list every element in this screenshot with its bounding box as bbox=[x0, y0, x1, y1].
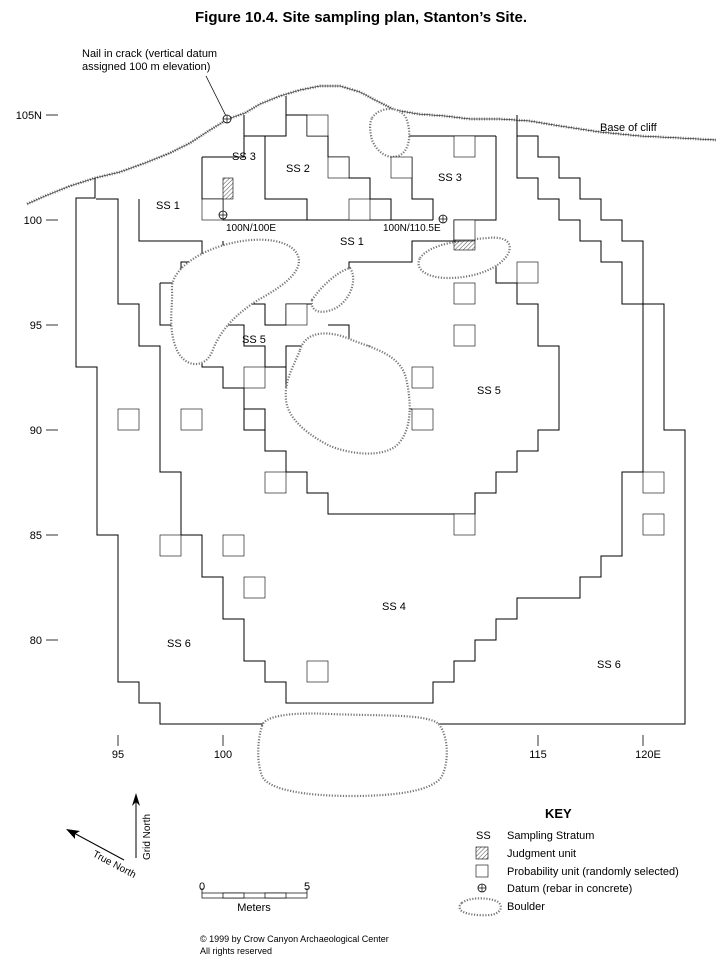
key-item-datum: Datum (rebar in concrete) bbox=[507, 883, 632, 895]
datum-label-100n-100e: 100N/100E bbox=[226, 223, 276, 234]
label-ss3-east: SS 3 bbox=[438, 172, 462, 184]
probability-units bbox=[117, 114, 665, 683]
scale-bar bbox=[201, 888, 308, 899]
key-item-stratum: Sampling Stratum bbox=[507, 830, 594, 842]
key-datum-icon bbox=[477, 883, 487, 893]
grid-north-label: Grid North bbox=[142, 814, 153, 860]
ss4-boundary bbox=[96, 136, 644, 704]
datum-100n-110-5e-icon bbox=[438, 214, 448, 224]
y-label-100: 100 bbox=[24, 215, 42, 227]
north-arrows: Grid North True North bbox=[66, 793, 153, 881]
boulder-east bbox=[417, 236, 511, 280]
key-heading: KEY bbox=[545, 806, 572, 821]
true-north-arrow-icon bbox=[66, 829, 125, 861]
scale-min: 0 bbox=[199, 881, 205, 893]
boulder-center bbox=[284, 332, 411, 455]
key-item-probability: Probability unit (randomly selected) bbox=[507, 866, 679, 878]
label-ss3-west: SS 3 bbox=[232, 151, 256, 163]
label-ss1-center: SS 1 bbox=[340, 236, 364, 248]
scale-unit: Meters bbox=[237, 902, 271, 914]
nail-datum-icon bbox=[222, 114, 232, 124]
key-item-judgment: Judgment unit bbox=[507, 848, 576, 860]
judgment-units bbox=[222, 177, 476, 251]
label-ss5-west: SS 5 bbox=[242, 334, 266, 346]
x-label-115: 115 bbox=[529, 749, 547, 761]
y-label-85: 85 bbox=[30, 530, 42, 542]
label-ss6-west: SS 6 bbox=[167, 638, 191, 650]
y-label-90: 90 bbox=[30, 425, 42, 437]
boulders bbox=[170, 107, 511, 798]
y-axis: 105N 100 95 90 85 80 bbox=[16, 110, 58, 647]
boulder-west bbox=[170, 238, 301, 366]
datum-100n-100e-icon bbox=[218, 210, 228, 220]
datum-note-leader bbox=[205, 75, 227, 117]
x-label-120: 120E bbox=[635, 749, 661, 761]
key-probability-swatch bbox=[475, 864, 489, 878]
datum-label-100n-110-5e: 100N/110.5E bbox=[383, 223, 441, 234]
boulder-north bbox=[369, 107, 411, 158]
key: KEY SS Sampling Stratum Judgment unit Pr… bbox=[458, 806, 679, 917]
grid-north-arrow-icon bbox=[132, 793, 140, 858]
key-boulder-swatch bbox=[458, 897, 502, 917]
ss3-north-boundary bbox=[243, 96, 349, 158]
boulder-small-center bbox=[310, 266, 355, 313]
x-label-95: 95 bbox=[112, 749, 124, 761]
label-ss1-west: SS 1 bbox=[156, 200, 180, 212]
stratum-labels: SS 1 SS 1 SS 2 SS 3 SS 3 SS 4 SS 5 SS 5 … bbox=[156, 151, 621, 671]
ss6-outer-boundary bbox=[75, 115, 686, 725]
y-label-105: 105N bbox=[16, 110, 42, 122]
x-label-100: 100 bbox=[214, 749, 232, 761]
label-ss5-east: SS 5 bbox=[477, 385, 501, 397]
boulder-south bbox=[257, 712, 448, 798]
copyright-line-2: All rights reserved bbox=[200, 946, 272, 956]
true-north-label: True North bbox=[91, 849, 138, 881]
cliff-label: Base of cliff bbox=[600, 122, 658, 134]
copyright-line-1: © 1999 by Crow Canyon Archaeological Cen… bbox=[200, 934, 389, 944]
key-ss-symbol: SS bbox=[476, 830, 491, 842]
datum-note-line-2: assigned 100 m elevation) bbox=[82, 61, 210, 73]
key-item-boulder: Boulder bbox=[507, 901, 545, 913]
cliff-line bbox=[26, 84, 717, 206]
figure-title: Figure 10.4. Site sampling plan, Stanton… bbox=[195, 9, 527, 26]
label-ss6-east: SS 6 bbox=[597, 659, 621, 671]
scale-max: 5 bbox=[304, 881, 310, 893]
key-judgment-swatch bbox=[475, 846, 489, 860]
y-label-80: 80 bbox=[30, 635, 42, 647]
label-ss4: SS 4 bbox=[382, 601, 406, 613]
y-label-95: 95 bbox=[30, 320, 42, 332]
label-ss2: SS 2 bbox=[286, 163, 310, 175]
datum-note-line-1: Nail in crack (vertical datum bbox=[82, 48, 217, 60]
